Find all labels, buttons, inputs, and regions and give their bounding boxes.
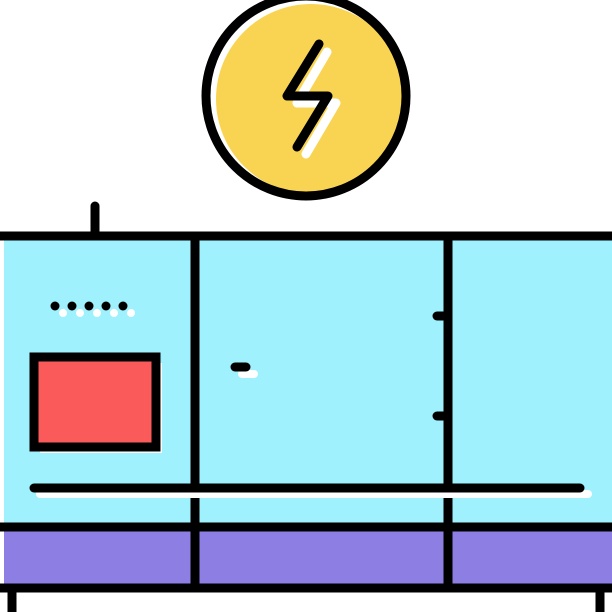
- indicator-dot: [118, 301, 128, 311]
- indicator-lights: [50, 301, 135, 317]
- indicator-dot: [50, 301, 60, 311]
- indicator-dot: [67, 301, 77, 311]
- lightning-bolt-icon: [282, 39, 333, 152]
- bolt-highlight: [292, 47, 341, 159]
- door-handle-center: [230, 362, 258, 378]
- control-display: [29, 352, 162, 453]
- indicator-dot-highlight: [93, 309, 101, 317]
- indicator-dot: [84, 301, 94, 311]
- display-screen: [29, 352, 161, 452]
- indicator-dot: [101, 301, 111, 311]
- indicator-dot-highlight: [59, 309, 67, 317]
- lightning-badge: [201, 0, 411, 201]
- cabinet-base-fill: [4, 530, 612, 586]
- indicator-dot-highlight: [110, 309, 118, 317]
- door-hinges: [432, 311, 453, 421]
- indicator-dot-highlight: [76, 309, 84, 317]
- badge-circle-outline: [201, 0, 411, 201]
- indicator-dot-highlight: [127, 309, 135, 317]
